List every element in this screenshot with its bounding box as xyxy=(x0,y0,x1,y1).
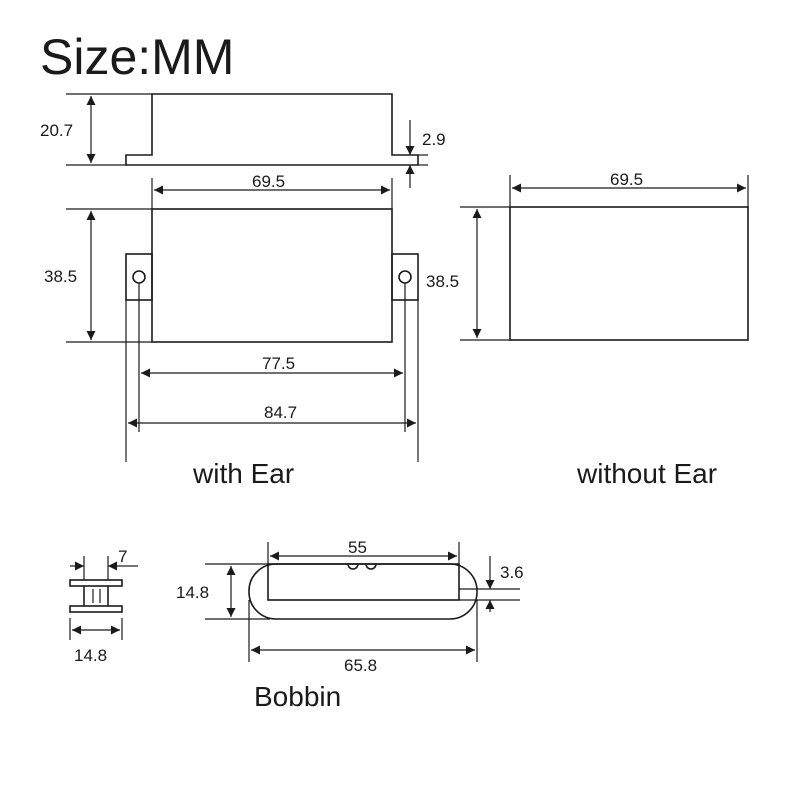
right-ear-hole xyxy=(398,270,412,284)
base-thickness-label: 2.9 xyxy=(422,130,446,149)
left-ear-hole xyxy=(132,270,146,284)
without-ear-body xyxy=(509,206,749,341)
bobbin-hole-right xyxy=(365,563,377,570)
bobbin-overall-length-label: 65.8 xyxy=(344,656,377,675)
bobbin-view: 55 14.8 3.6 65.8 Bobbin xyxy=(176,538,524,712)
side-view: 20.7 2.9 xyxy=(40,93,446,188)
with-ear-caption: with Ear xyxy=(192,458,294,489)
overall-width-label: 84.7 xyxy=(264,403,297,422)
without-ear-caption: without Ear xyxy=(576,458,717,489)
bobbin-caption: Bobbin xyxy=(254,681,341,712)
bobbin-side-view: 7 14.8 xyxy=(69,547,138,665)
bobbin-height-label: 14.8 xyxy=(176,583,209,602)
with-ear-body xyxy=(151,208,393,343)
page-title: Size:MM xyxy=(40,29,234,85)
side-height-label: 20.7 xyxy=(40,121,73,140)
bobbin-slot-length-label: 55 xyxy=(348,538,367,557)
hole-spacing-label: 77.5 xyxy=(262,354,295,373)
without-ear-view: 69.5 38.5 without Ear xyxy=(426,170,749,489)
without-ear-width-label: 69.5 xyxy=(610,170,643,189)
bobbin-outline xyxy=(248,563,478,620)
bobbin-slot xyxy=(267,563,460,601)
bobbin-top-flange xyxy=(69,579,123,587)
with-ear-height-label: 38.5 xyxy=(44,267,77,286)
bobbin-hole-left xyxy=(347,563,359,570)
bobbin-side-width-label: 14.8 xyxy=(74,646,107,665)
without-ear-height-label: 38.5 xyxy=(426,272,459,291)
side-view-outline xyxy=(125,93,419,166)
with-ear-top-width-label: 69.5 xyxy=(252,172,285,191)
with-ear-view: 69.5 38.5 77.5 84.7 with Ear xyxy=(44,172,419,489)
bobbin-bottom-flange xyxy=(69,605,123,613)
bobbin-depth-label: 3.6 xyxy=(500,563,524,582)
bobbin-flange-label: 7 xyxy=(118,547,127,566)
